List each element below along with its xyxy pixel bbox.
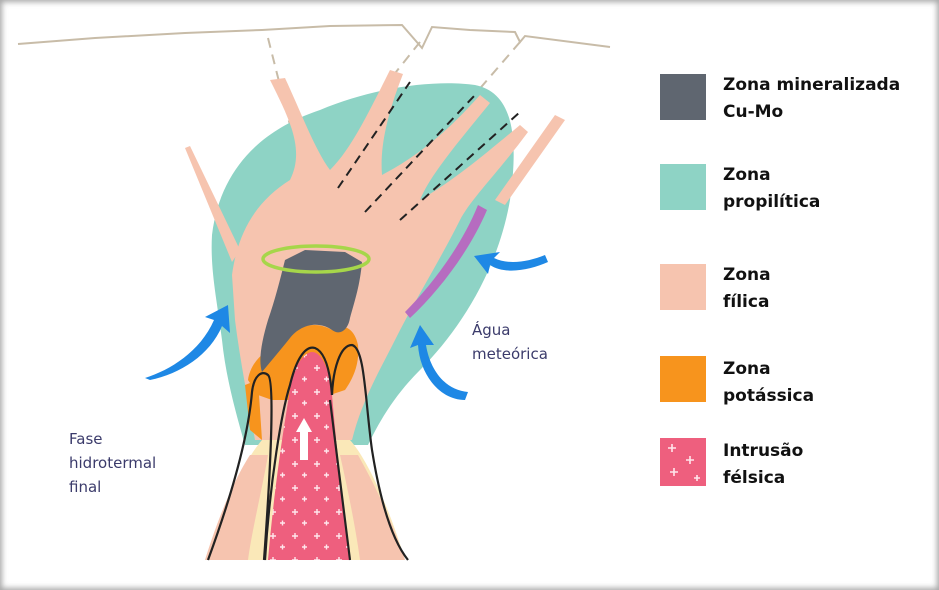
legend-label: Zona mineralizada Cu-Mo xyxy=(723,72,900,126)
legend: Zona mineralizada Cu-Mo Zona propilítica… xyxy=(660,0,939,590)
ground-surface-line xyxy=(18,25,610,48)
late-hydrothermal-label: Fase hidrotermal final xyxy=(69,427,156,499)
legend-label: Zona fílica xyxy=(723,262,771,316)
meteoric-water-label: Água meteórica xyxy=(472,318,548,366)
legend-label: Zona potássica xyxy=(723,356,814,410)
legend-swatch-mineralized xyxy=(660,74,706,120)
legend-swatch-phyllic xyxy=(660,264,706,310)
legend-label: Intrusão félsica xyxy=(723,438,803,492)
legend-swatch-potassic xyxy=(660,356,706,402)
plus-sign-pattern-icon xyxy=(660,438,706,486)
legend-swatch-propylitic xyxy=(660,164,706,210)
meteoric-water-arrow-icon xyxy=(145,305,230,380)
legend-swatch-felsic xyxy=(660,438,706,486)
legend-label: Zona propilítica xyxy=(723,162,820,216)
